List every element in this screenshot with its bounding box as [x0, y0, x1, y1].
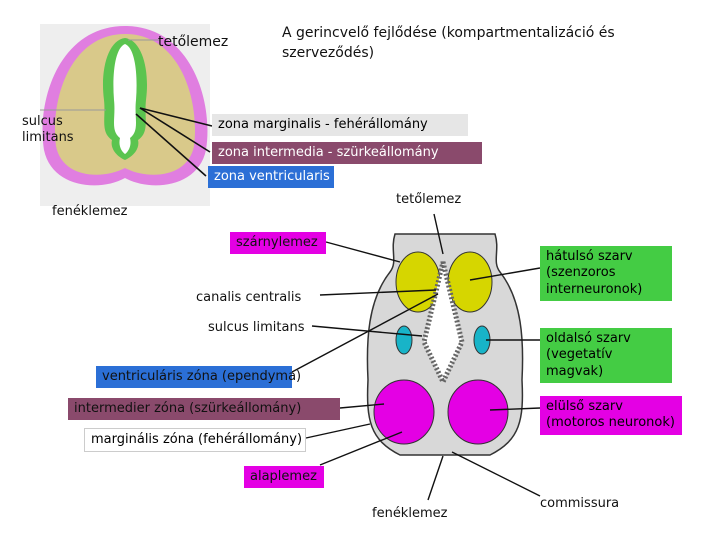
label-oldalso-szarv: oldalsó szarv (vegetatív magvak): [540, 328, 672, 383]
label-intermedier-zona: intermedier zóna (szürkeállomány): [68, 398, 340, 421]
ventral-horn-right: [447, 379, 509, 445]
label-sulcus-limitans-bottom: sulcus limitans: [208, 320, 305, 335]
arrow-szarnylemez: [325, 241, 401, 263]
arrow-ventricularis: [135, 113, 207, 177]
label-commissura: commissura: [540, 496, 620, 511]
label-tetolemez-top: tetőlemez: [158, 34, 229, 50]
label-sulcus-limitans-top: sulcus limitans: [22, 114, 74, 146]
arrow-tetolemez: [433, 213, 444, 255]
arrow-elulso: [489, 407, 541, 411]
arrow-alaplemez: [319, 431, 403, 466]
arrow-marginalis-bottom: [305, 423, 371, 439]
label-feneklemez-top: fenéklemez: [52, 204, 128, 219]
arrow-feneklemez: [427, 455, 444, 501]
arrow-intermedier: [339, 403, 385, 409]
label-szarnylemez: szárnylemez: [230, 232, 326, 255]
top-neural-canal: [113, 44, 137, 154]
label-zona-intermedia: zona intermedia - szürkeállomány: [212, 142, 482, 165]
arrow-sulcus: [311, 325, 423, 337]
arrow-commissura: [451, 451, 541, 497]
label-feneklemez-bottom: fenéklemez: [372, 506, 448, 521]
arrow-hatulso: [469, 267, 541, 281]
ventral-horn-left: [373, 379, 435, 445]
central-canal: [430, 272, 456, 372]
arrow-marginalis: [139, 107, 213, 127]
label-ventricularis-zona: ventriculáris zóna (ependyma): [96, 366, 301, 389]
label-canalis-centralis: canalis centralis: [196, 290, 302, 305]
label-alaplemez: alaplemez: [244, 466, 324, 489]
lateral-horn-left: [395, 325, 413, 355]
label-zona-ventricularis: zona ventricularis: [208, 166, 334, 189]
arrow-canalis: [319, 289, 437, 296]
label-elulso-szarv: elülső szarv (motoros neuronok): [540, 396, 682, 435]
label-marginalis-zona: marginális zóna (fehérállomány): [84, 428, 306, 453]
label-hatulso-szarv: hátulsó szarv (szenzoros interneuronok): [540, 246, 672, 301]
arrow-ventricular-zone: [291, 293, 439, 373]
label-tetolemez-bottom: tetőlemez: [396, 192, 462, 207]
dorsal-horn-right: [447, 251, 493, 313]
page-title: A gerincvelő fejlődése (kompartmentalizá…: [282, 25, 615, 61]
label-zona-marginalis: zona marginalis - fehérállomány: [212, 114, 468, 137]
arrow-intermedia: [139, 107, 211, 153]
